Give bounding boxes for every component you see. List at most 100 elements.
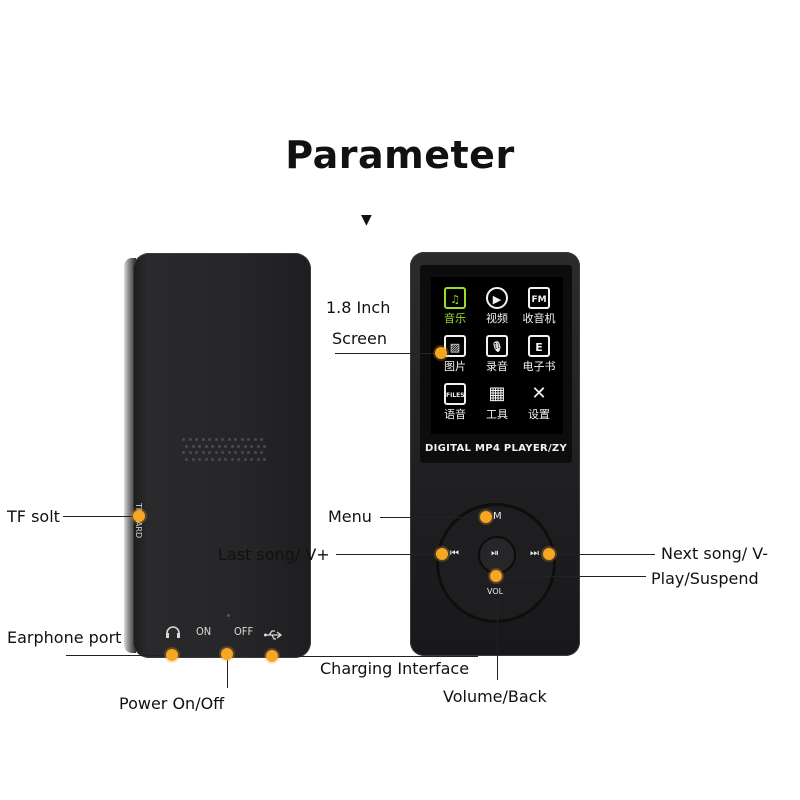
marker-dot-play <box>490 570 502 582</box>
app-label: 音乐 <box>444 312 466 325</box>
music-note-icon: ♫ <box>444 287 466 309</box>
speaker-hole <box>217 457 221 461</box>
speaker-hole <box>185 444 188 448</box>
speaker-hole <box>198 457 201 461</box>
marker-dot-next <box>543 548 555 560</box>
speaker-hole <box>247 438 250 441</box>
label-volume: Volume/Back <box>443 687 547 706</box>
speaker-hole <box>253 438 257 441</box>
callout-line-menu <box>380 517 486 518</box>
tf-card-slot-label: TF-CARD <box>134 503 143 543</box>
speaker-hole <box>260 451 263 454</box>
video-icon: ▶ <box>486 287 508 309</box>
marker-dot-tf <box>133 510 145 522</box>
label-next-song: Next song/ V- <box>661 544 769 563</box>
speaker-hole <box>191 457 195 461</box>
tools-icon: ▦ <box>488 383 506 404</box>
speaker-hole <box>263 457 266 461</box>
app-recorder[interactable]: 🎙 录音 <box>477 335 517 373</box>
ebook-icon: E <box>528 335 550 357</box>
speaker-hole <box>217 444 221 448</box>
speaker-hole <box>188 438 192 441</box>
label-earphone: Earphone port <box>7 628 122 647</box>
usb-icon <box>264 626 284 640</box>
callout-line-tf <box>63 516 139 517</box>
previous-icon[interactable]: ⏮ <box>450 548 459 559</box>
speaker-hole <box>221 438 224 441</box>
port-on-label: ON <box>196 625 212 638</box>
app-label: 设置 <box>528 408 550 421</box>
callout-line-play <box>496 576 646 577</box>
app-label: 语音 <box>444 408 466 421</box>
play-pause-icon[interactable]: ⏯ <box>491 548 499 559</box>
speaker-hole <box>243 457 247 461</box>
device-brand-text: DIGITAL MP4 PLAYER/ZY <box>424 443 567 454</box>
speaker-hole <box>234 451 237 454</box>
speaker-hole <box>201 438 205 441</box>
label-power: Power On/Off <box>119 694 225 713</box>
app-tools[interactable]: ▦ 工具 <box>477 383 517 421</box>
speaker-hole <box>182 438 185 441</box>
label-tf-slot: TF solt <box>7 507 60 526</box>
callout-line-power <box>227 654 228 688</box>
label-screen-size: 1.8 Inch <box>326 298 391 317</box>
marker-dot-screen <box>435 347 447 359</box>
callout-line-earphone <box>66 655 172 656</box>
app-voice[interactable]: FILES 语音 <box>435 383 475 421</box>
speaker-hole <box>263 444 266 448</box>
app-label: 收音机 <box>522 312 556 325</box>
speaker-hole <box>250 444 253 448</box>
microphone-icon: 🎙 <box>486 335 508 357</box>
speaker-hole <box>221 451 224 454</box>
speaker-hole <box>191 444 195 448</box>
app-settings[interactable]: ✕ 设置 <box>519 383 559 421</box>
marker-dot-charging <box>266 650 278 662</box>
label-play: Play/Suspend <box>651 569 759 588</box>
device-screen: ♫ 音乐 ▶ 视频 FM 收音机 ▨ 图片 🎙 录音 E 电子书 FILES 语… <box>431 277 563 434</box>
speaker-hole <box>195 451 198 454</box>
app-label: 视频 <box>486 312 508 325</box>
app-pictures[interactable]: ▨ 图片 <box>435 335 475 373</box>
speaker-hole <box>182 451 185 454</box>
app-radio[interactable]: FM 收音机 <box>519 287 559 325</box>
callout-line-next <box>549 554 655 555</box>
marker-dot-last <box>436 548 448 560</box>
speaker-hole <box>204 457 208 461</box>
label-last-song: Last song/ V+ <box>218 545 330 564</box>
headphone-icon <box>165 624 181 638</box>
app-ebook[interactable]: E 电子书 <box>519 335 559 373</box>
speaker-hole <box>201 451 205 454</box>
callout-line-volume <box>497 598 498 680</box>
speaker-hole <box>240 451 244 454</box>
speaker-hole <box>234 438 237 441</box>
speaker-hole <box>247 451 250 454</box>
center-play-button[interactable] <box>478 536 516 574</box>
speaker-hole <box>243 444 247 448</box>
settings-icon: ✕ <box>531 383 547 404</box>
callout-line-charging <box>272 656 478 657</box>
marker-dot-menu <box>480 511 492 523</box>
label-charging: Charging Interface <box>320 659 470 678</box>
speaker-hole <box>195 438 198 441</box>
volume-glyph[interactable]: VOL <box>487 587 504 596</box>
label-screen: Screen <box>332 329 388 348</box>
marker-dot-power <box>221 648 233 660</box>
next-icon[interactable]: ⏭ <box>530 548 539 559</box>
speaker-hole <box>214 451 218 454</box>
app-label: 电子书 <box>522 360 556 373</box>
speaker-hole <box>237 444 240 448</box>
speaker-hole <box>256 444 260 448</box>
app-music[interactable]: ♫ 音乐 <box>435 287 475 325</box>
speaker-hole <box>237 457 240 461</box>
speaker-hole <box>211 444 214 448</box>
speaker-hole <box>253 451 257 454</box>
app-video[interactable]: ▶ 视频 <box>477 287 517 325</box>
speaker-hole <box>256 457 260 461</box>
files-icon: FILES <box>444 383 466 405</box>
port-off-label: OFF <box>234 625 254 638</box>
device-back <box>133 253 311 658</box>
speaker-hole <box>214 438 218 441</box>
menu-glyph[interactable]: M <box>493 511 502 522</box>
callout-line-screen <box>335 353 441 354</box>
callout-line-last <box>336 554 442 555</box>
